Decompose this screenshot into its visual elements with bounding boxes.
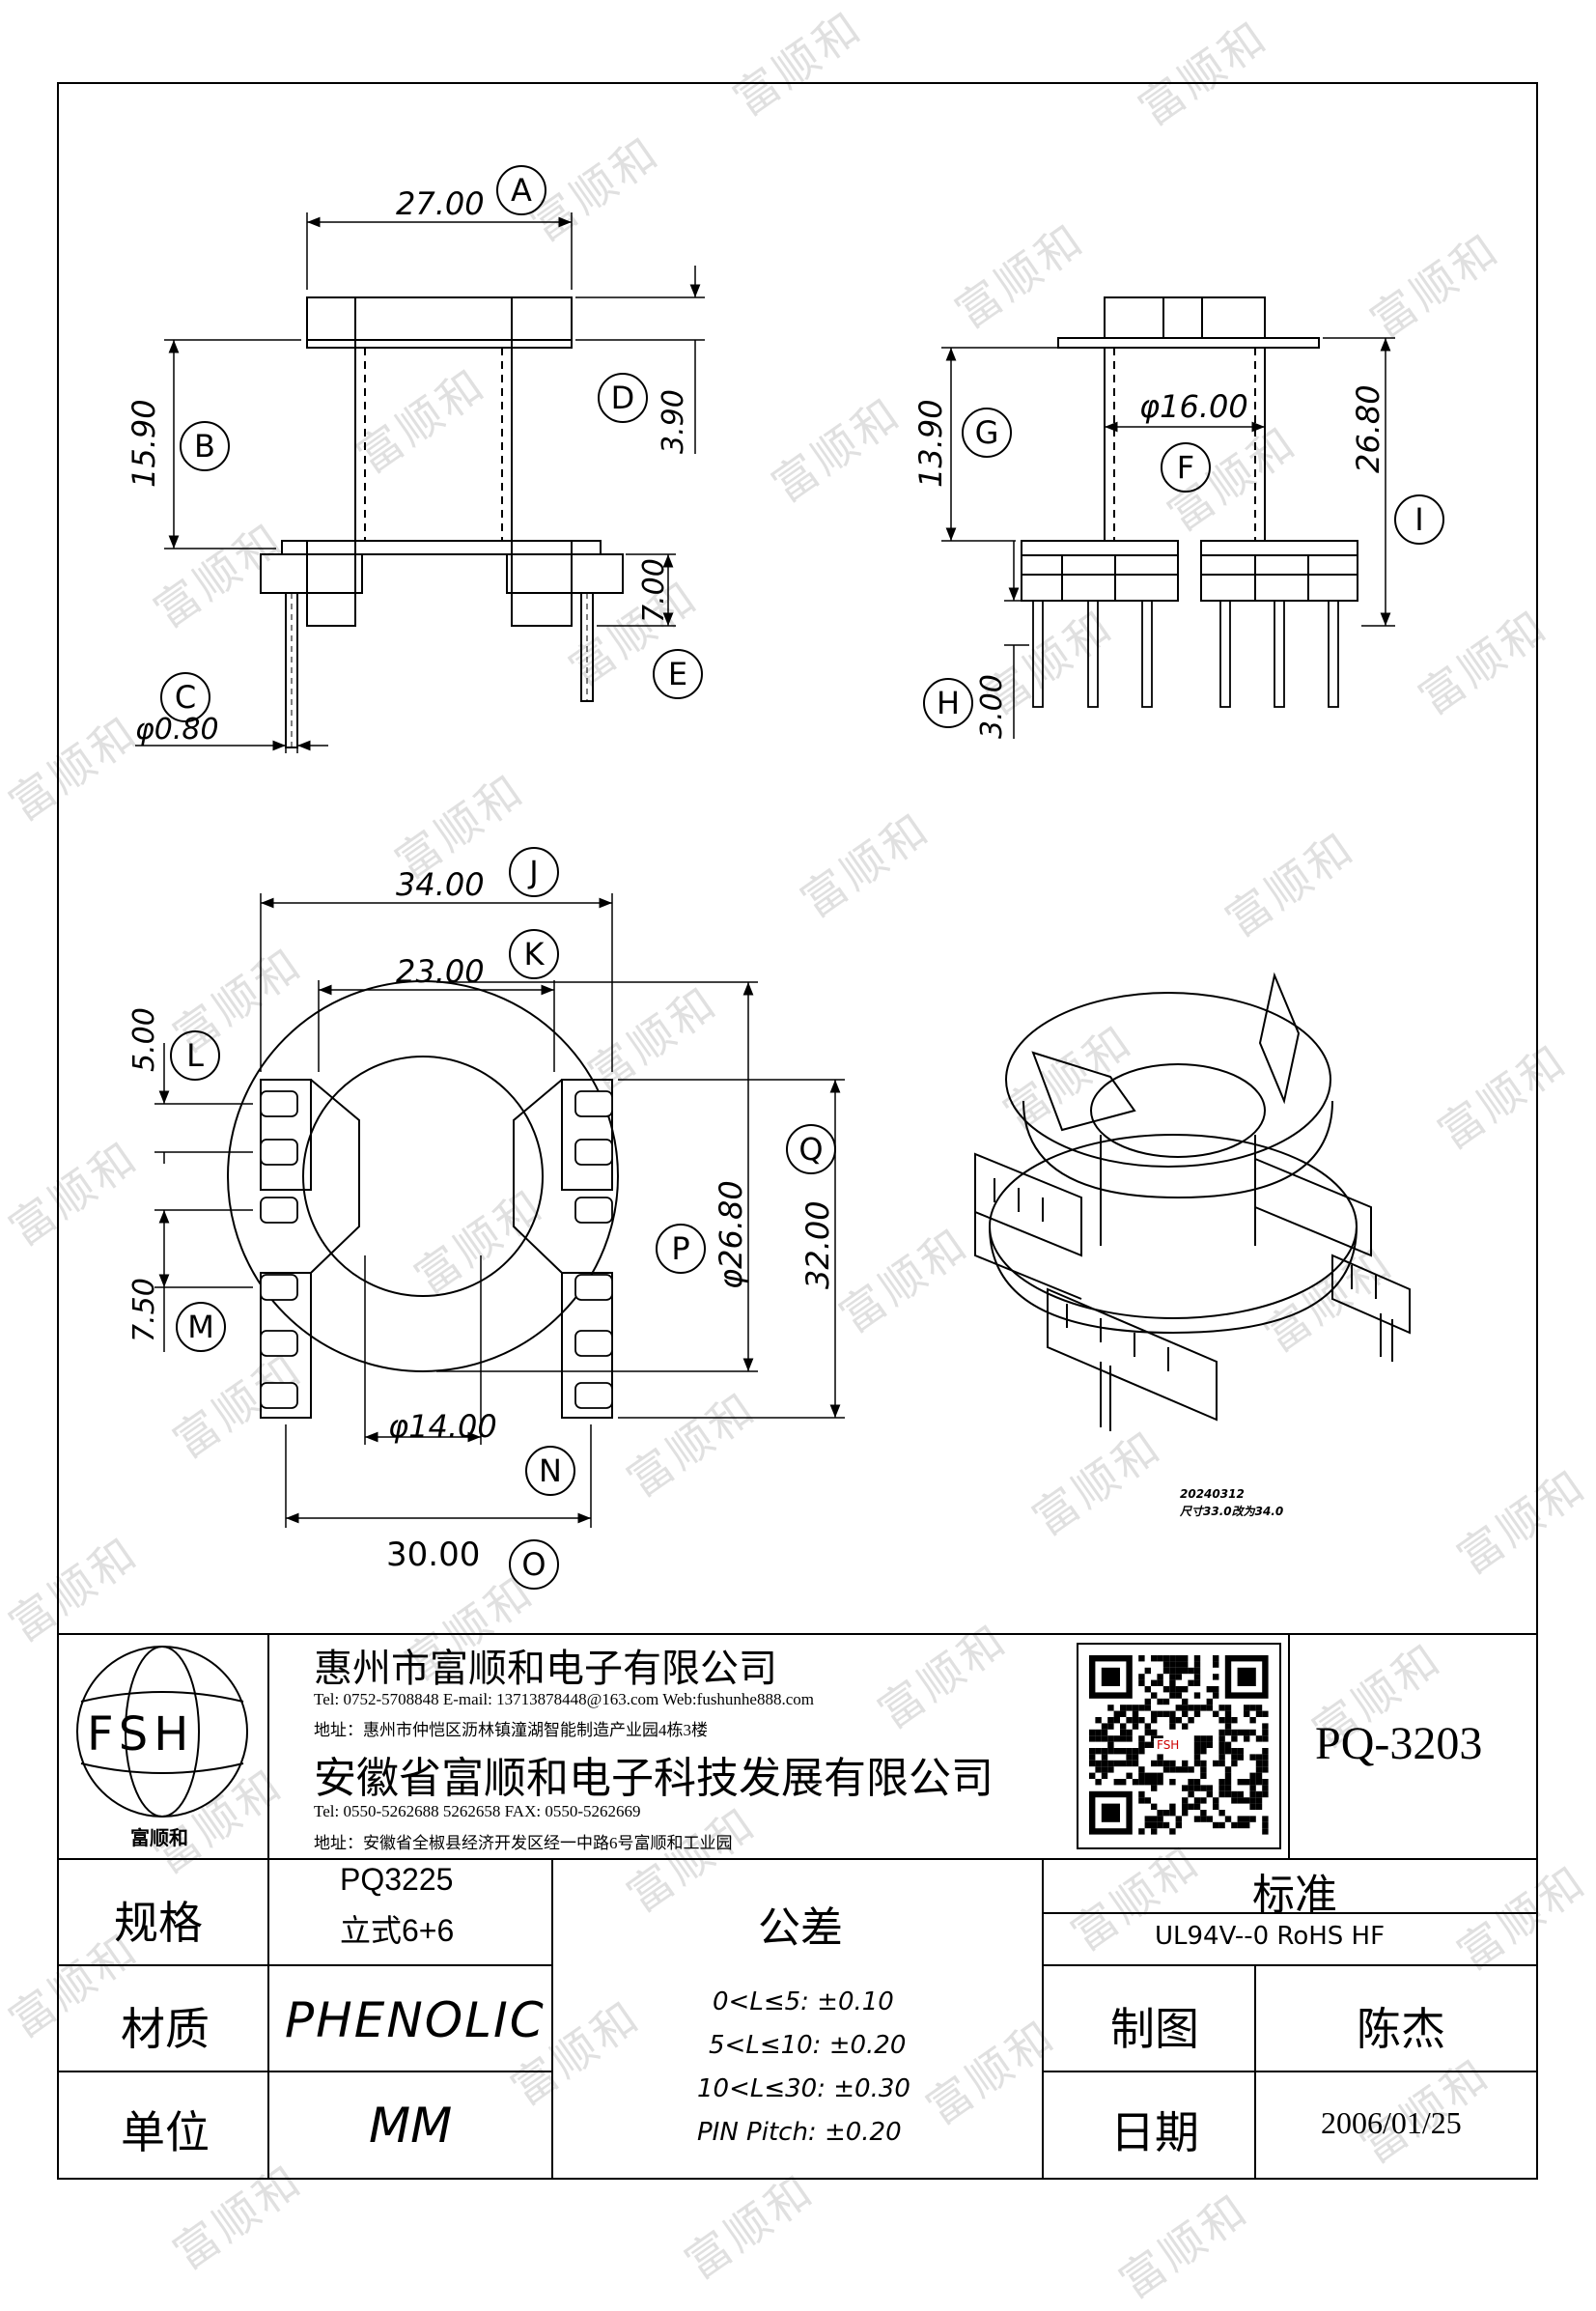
dim-letter-L: L: [170, 1030, 220, 1081]
dim-K-value: 23.00: [396, 953, 485, 990]
dim-E-value: 7.00: [637, 558, 671, 623]
dim-N-value: φ14.00: [388, 1408, 497, 1445]
title-block-grid: [58, 1633, 1537, 2179]
dim-Q-value: 32.00: [799, 1200, 836, 1289]
company2-name: 安徽省富顺和电子科技发展有限公司: [314, 1755, 994, 1802]
bottom-view: [227, 980, 619, 1419]
dim-letter-G: G: [962, 408, 1012, 458]
dim-M-value: 7.50: [127, 1278, 161, 1342]
dim-letter-H: H: [923, 678, 973, 728]
company1-contact: Tel: 0752-5708848 E-mail: 13713878448@16…: [314, 1690, 814, 1708]
revision-stamp-date: 20240312: [1180, 1487, 1245, 1501]
tolerance-line-2: 5<L≤10: ±0.20: [709, 2031, 907, 2060]
dim-letter-I: I: [1394, 494, 1444, 545]
qr-code: [1089, 1655, 1269, 1835]
dim-L-value: 5.00: [127, 1007, 161, 1072]
dim-P-value: φ26.80: [713, 1180, 749, 1289]
date-label: 日期: [1110, 2108, 1199, 2157]
spec-label: 规格: [114, 1899, 203, 1948]
bottom-view-dimensions: [154, 893, 845, 1528]
dim-letter-B: B: [180, 421, 230, 471]
unit-value: MM: [369, 2098, 453, 2154]
dim-letter-A: A: [496, 165, 546, 215]
side-view: [1021, 296, 1358, 602]
dim-letter-D: D: [598, 373, 648, 423]
tolerance-line-4: PIN Pitch: ±0.20: [697, 2118, 902, 2147]
isometric-view: [974, 972, 1411, 1431]
side-view-dimensions: [941, 337, 1395, 739]
dim-J-value: 34.00: [396, 866, 485, 903]
part-number: PQ-3203: [1315, 1718, 1483, 1769]
front-view-dimensions: [135, 212, 705, 753]
company1-address: 地址：惠州市仲恺区沥林镇潼湖智能制造产业园4栋3楼: [314, 1721, 708, 1739]
drawn-value: 陈杰: [1357, 2005, 1445, 2054]
dim-A-value: 27.00: [396, 185, 485, 222]
spec-value-1: PQ3225: [340, 1862, 454, 1897]
company1-name: 惠州市富顺和电子有限公司: [314, 1647, 777, 1690]
tolerance-label: 公差: [758, 1904, 843, 1952]
company2-address: 地址：安徽省全椒县经济开发区经一中路6号富顺和工业园: [314, 1834, 733, 1852]
fsh-logo-globe: [76, 1646, 248, 1818]
dim-letter-J: J: [509, 847, 559, 897]
standard-value: UL94V--0 RoHS HF: [1155, 1922, 1386, 1951]
tolerance-line-1: 0<L≤5: ±0.10: [713, 1987, 894, 2016]
dim-letter-Q: Q: [786, 1124, 836, 1174]
dim-letter-O: O: [509, 1539, 559, 1590]
tolerance-line-3: 10<L≤30: ±0.30: [697, 2074, 910, 2103]
revision-stamp-note: 尺寸33.0改为34.0: [1180, 1505, 1284, 1518]
date-value: 2006/01/25: [1321, 2105, 1462, 2140]
dim-G-value: 13.90: [912, 399, 949, 488]
qr-center-text: FSH: [1154, 1738, 1183, 1752]
sheet-border: [57, 82, 1538, 2180]
dim-F-value: φ16.00: [1139, 388, 1248, 425]
material-value: PHENOLIC: [285, 1992, 546, 2048]
dim-letter-N: N: [525, 1446, 575, 1496]
drawing-sheet: [57, 82, 1538, 2180]
spec-value-2: 立式6+6: [340, 1913, 455, 1948]
bottom-view-pins: [260, 1090, 613, 1409]
dim-letter-M: M: [176, 1302, 226, 1352]
front-view: [260, 296, 624, 748]
logo-caption: 富顺和: [130, 1826, 188, 1849]
dim-letter-P: P: [656, 1224, 706, 1274]
dim-H-value: 3.00: [975, 674, 1009, 739]
dim-D-value: 3.90: [657, 389, 690, 454]
material-label: 材质: [121, 2005, 210, 2054]
dim-O-value: 30.00: [386, 1536, 481, 1574]
logo-text: FSH: [87, 1707, 195, 1761]
dim-letter-K: K: [509, 929, 559, 979]
side-view-pins: [1032, 600, 1339, 708]
dim-letter-E: E: [653, 649, 703, 699]
dim-letter-C: C: [160, 672, 210, 722]
standard-label: 标准: [1252, 1872, 1337, 1919]
unit-label: 单位: [121, 2108, 210, 2157]
drawn-label: 制图: [1110, 2005, 1199, 2054]
dim-I-value: 26.80: [1350, 384, 1386, 473]
dim-letter-F: F: [1161, 442, 1211, 493]
dim-B-value: 15.90: [126, 399, 162, 488]
company2-contact: Tel: 0550-5262688 5262658 FAX: 0550-5262…: [314, 1802, 641, 1820]
